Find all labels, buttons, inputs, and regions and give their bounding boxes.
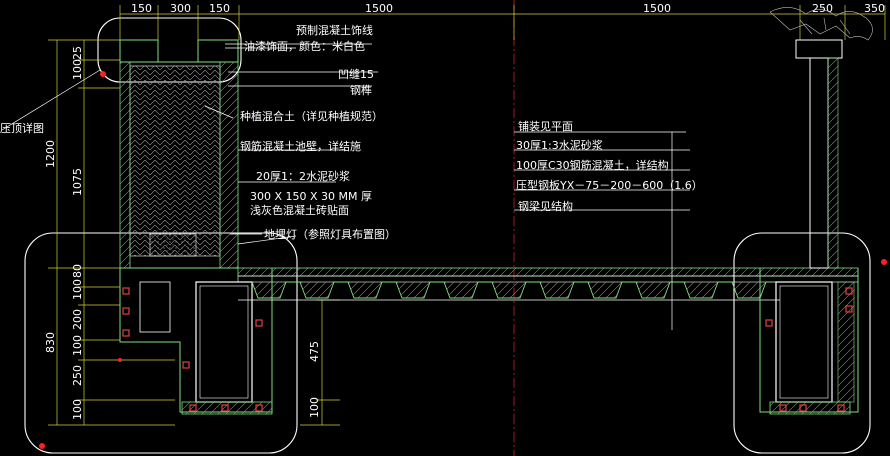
planting-soil (129, 65, 221, 257)
dim-left-830: 830 (44, 332, 57, 353)
drainage-layer (149, 233, 197, 257)
label-uplight: 地埋灯（参照灯具布置图） (264, 227, 396, 241)
left-base-plate (181, 401, 273, 415)
label-tile-size: 300 X 150 X 30 MM 厚 (250, 190, 372, 203)
tree-symbol (769, 7, 873, 41)
dim-left-100c: 100 (71, 335, 84, 356)
left-base-detail-frame (24, 232, 298, 454)
dim-top-150b: 150 (209, 2, 230, 15)
dim-top-150a: 150 (131, 2, 152, 15)
label-rc-planter-wall: 钢筋混凝土池壁，详结施 (240, 139, 361, 153)
label-groove: 凹缝15 (338, 67, 374, 81)
right-column-cap (795, 39, 843, 59)
dim-left-100d: 100 (71, 399, 84, 420)
deck-slab (237, 267, 859, 301)
dim-centre-475: 475 (308, 341, 321, 362)
label-planting-soil: 种植混合土（详见种植规范） (240, 109, 383, 123)
label-coping-detail: 压顶详图 (0, 121, 44, 135)
steel-deck-profile (251, 281, 780, 299)
planter-wall-left (119, 61, 131, 269)
label-precast-trim: 预制混凝土饰线 (296, 23, 373, 37)
dim-top-1500b: 1500 (643, 2, 671, 15)
dim-left-250: 250 (71, 365, 84, 386)
label-tile-desc: 浅灰色混凝土砖贴面 (250, 203, 349, 217)
dim-left-1200: 1200 (44, 140, 57, 168)
anchor-bolts (122, 287, 853, 412)
label-paint-finish: 油漆饰面，颜色：米白色 (244, 39, 365, 53)
dim-left-1075: 1075 (71, 168, 84, 196)
annotations: 预制混凝土饰线 油漆饰面，颜色：米白色 凹缝15 钢榫 种植混合土（详见种植规范… (0, 23, 703, 241)
label-concrete-c30: 100厚C30钢筋混凝土，详结构 (516, 158, 669, 172)
top-dimension-lines (119, 5, 886, 40)
planter-wall-right (219, 61, 239, 269)
dim-left-80: 80 (71, 264, 84, 278)
dim-left-200: 200 (71, 309, 84, 330)
leader-lines (1, 43, 690, 330)
right-steel-box (775, 281, 833, 403)
left-footing-outline (119, 268, 273, 413)
right-side-hatch (837, 281, 855, 403)
label-tenon: 钢榫 (350, 83, 372, 97)
left-dimension-texts: 1200 830 25 100 1075 100 80 200 100 250 … (44, 46, 84, 420)
dim-top-300: 300 (170, 2, 191, 15)
paving-layer (237, 267, 859, 277)
label-mortar-20: 20厚1：2水泥砂浆 (256, 169, 350, 183)
dim-top-250: 250 (812, 2, 833, 15)
coping-block-right (197, 39, 239, 63)
label-steel-beam: 钢梁见结构 (518, 199, 573, 213)
right-base-detail-frame (733, 232, 871, 454)
dim-centre-100: 100 (308, 397, 321, 418)
left-planter (119, 39, 273, 415)
coping-block-left (119, 39, 159, 63)
dim-top-350: 350 (864, 2, 885, 15)
top-dimension-texts: 150 300 150 1500 1500 250 350 (131, 2, 885, 15)
right-column (809, 57, 829, 269)
right-support (759, 39, 859, 415)
right-base-plate (769, 401, 851, 415)
section-markers (39, 71, 887, 449)
dim-left-100a: 100 (71, 59, 84, 80)
left-steel-channel (139, 281, 171, 333)
left-dimension-lines (48, 39, 175, 426)
dim-left-25: 25 (71, 46, 84, 60)
mortar-layer (237, 275, 859, 283)
label-mortar-30: 30厚1:3水泥砂浆 (516, 138, 603, 152)
label-paving-plan: 铺装见平面 (518, 120, 573, 133)
dim-left-100b: 100 (71, 279, 84, 300)
dim-top-1500a: 1500 (365, 2, 393, 15)
right-column-hatch (827, 57, 839, 269)
label-deck-profile: 压型钢板YX－75－200－600（1.6） (516, 178, 703, 192)
